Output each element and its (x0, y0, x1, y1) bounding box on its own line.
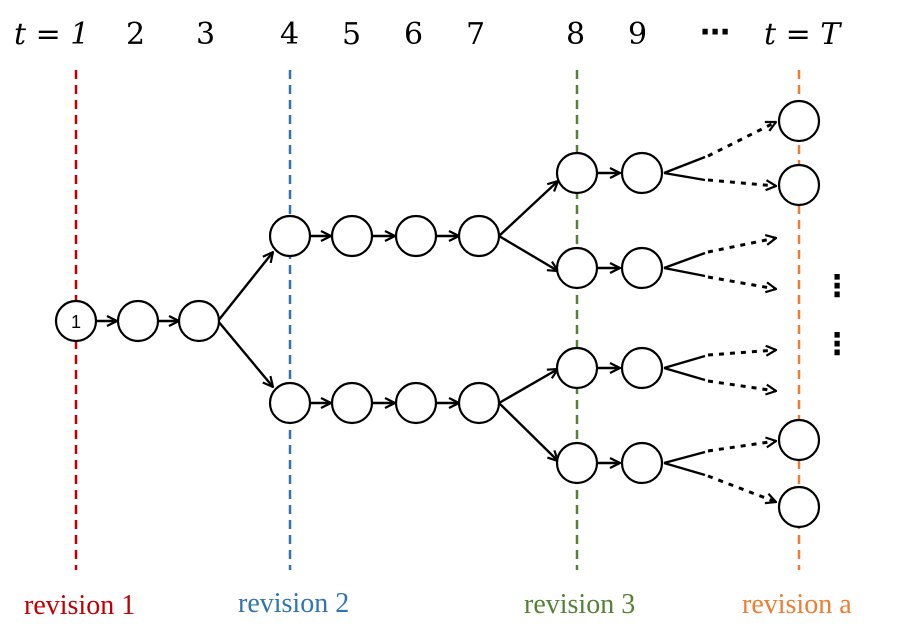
time-label-t1: t = 1 (14, 17, 89, 52)
revision-a-label: revision a (742, 589, 852, 620)
node (620, 441, 664, 485)
node (394, 214, 438, 258)
root-node-label: 1 (71, 312, 81, 332)
node (555, 441, 599, 485)
vertical-ellipsis-upper: ⋮ (822, 269, 852, 304)
node (620, 346, 664, 390)
revision-1-label: revision 1 (24, 590, 135, 621)
time-label-8: 8 (566, 17, 585, 52)
node (620, 246, 664, 290)
node (777, 485, 821, 529)
time-label-9: 9 (628, 17, 647, 52)
node (555, 346, 599, 390)
revision-2-label: revision 2 (238, 588, 349, 619)
node (777, 99, 821, 143)
edges (96, 120, 776, 502)
revision-3-label: revision 3 (524, 589, 635, 620)
time-label-4: 4 (280, 17, 299, 52)
time-ellipsis: ⋯ (700, 15, 730, 50)
node (457, 381, 501, 425)
node (620, 151, 664, 195)
node (777, 418, 821, 462)
time-label-2: 2 (126, 17, 145, 52)
node (777, 163, 821, 207)
node (394, 381, 438, 425)
node (268, 214, 312, 258)
node (268, 381, 312, 425)
node (555, 151, 599, 195)
time-label-6: 6 (404, 17, 423, 52)
time-label-3: 3 (196, 17, 215, 52)
node (555, 246, 599, 290)
vertical-ellipsis-lower: ⋮ (822, 327, 852, 362)
node (116, 299, 160, 343)
node (330, 214, 374, 258)
node (177, 299, 221, 343)
time-label-7: 7 (466, 17, 485, 52)
node (457, 214, 501, 258)
node (330, 381, 374, 425)
nodes: 1 (54, 99, 821, 529)
time-label-tT: t = T (764, 17, 842, 52)
node-root (54, 299, 98, 343)
time-label-5: 5 (342, 17, 361, 52)
